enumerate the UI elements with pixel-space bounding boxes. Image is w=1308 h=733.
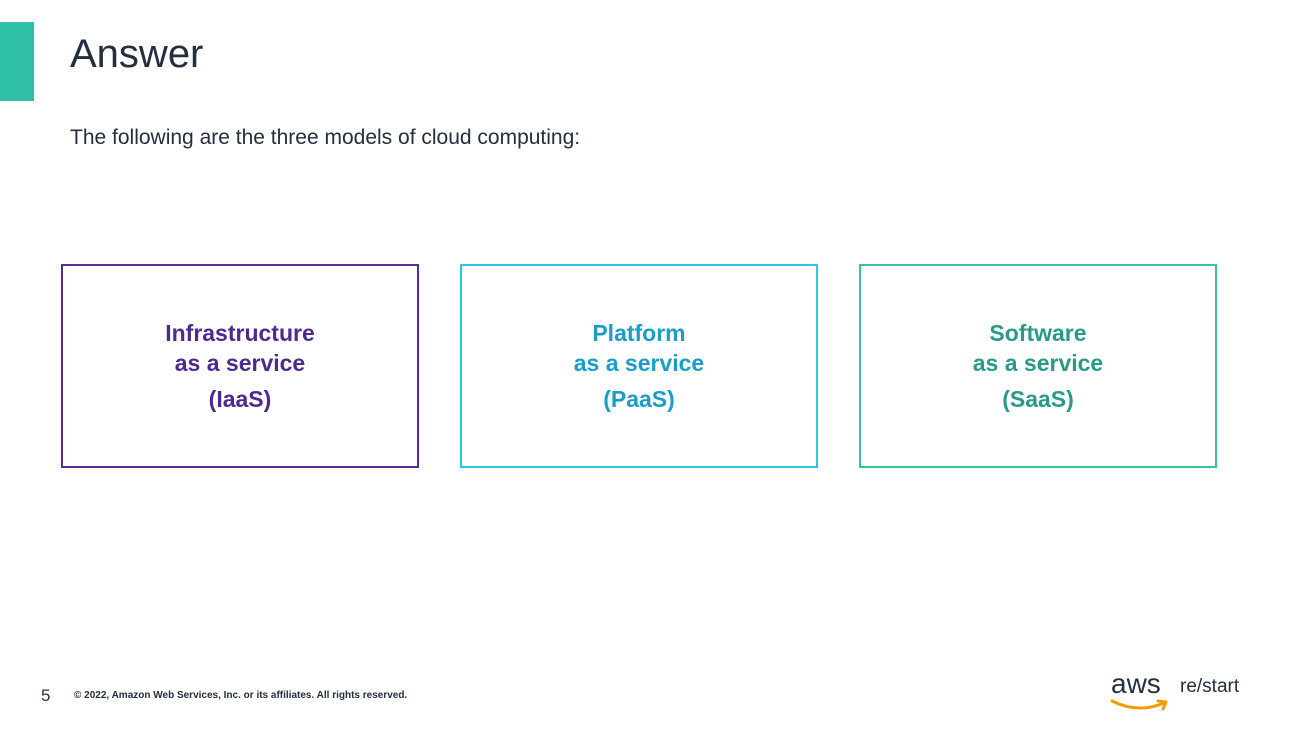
saas-line1: Software xyxy=(989,320,1087,346)
aws-restart-logo: aws re/start xyxy=(1108,668,1248,716)
saas-box: Software as a service (SaaS) xyxy=(859,264,1217,468)
paas-line1: Platform xyxy=(592,320,686,346)
aws-logo-text: aws xyxy=(1111,668,1161,699)
accent-bar xyxy=(0,22,34,101)
slide-subtitle: The following are the three models of cl… xyxy=(70,126,581,149)
paas-line2: as a service xyxy=(573,350,705,376)
copyright-notice: © 2022, Amazon Web Services, Inc. or its… xyxy=(74,690,408,701)
iaas-box: Infrastructure as a service (IaaS) xyxy=(61,264,419,468)
paas-abbr: (PaaS) xyxy=(603,386,675,412)
aws-smile-icon xyxy=(1110,699,1168,711)
slide-title: Answer xyxy=(70,32,204,76)
saas-line2: as a service xyxy=(972,350,1104,376)
saas-abbr: (SaaS) xyxy=(1002,386,1074,412)
page-number: 5 xyxy=(41,686,51,705)
restart-logo-text: re/start xyxy=(1180,676,1240,697)
paas-box: Platform as a service (PaaS) xyxy=(460,264,818,468)
iaas-line2: as a service xyxy=(174,350,306,376)
iaas-line1: Infrastructure xyxy=(165,320,315,346)
iaas-abbr: (IaaS) xyxy=(208,386,272,412)
